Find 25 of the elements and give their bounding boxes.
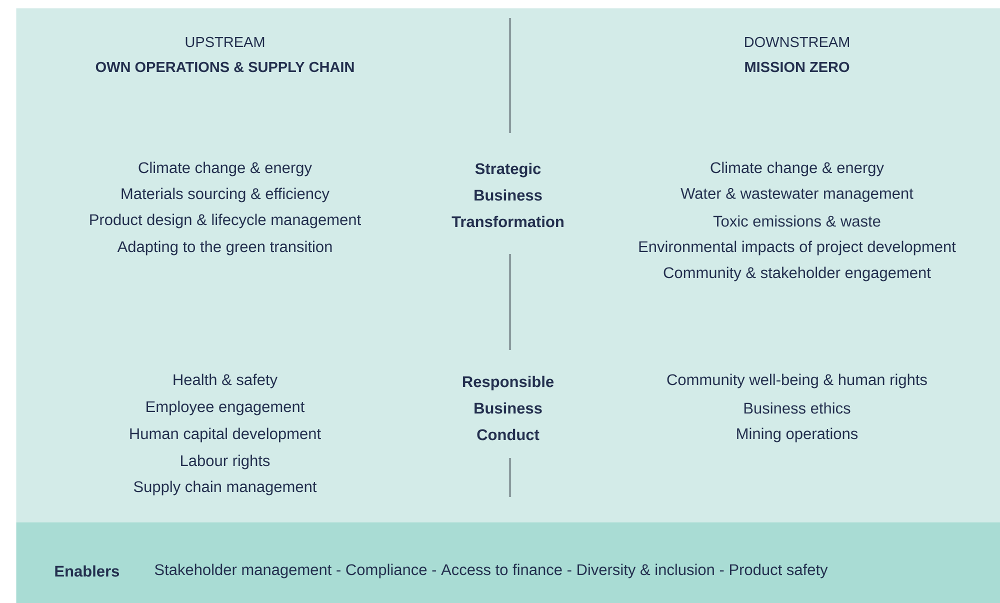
band-heading: Enablers xyxy=(55,565,120,577)
column-heading: DOWNSTREAM xyxy=(745,36,849,48)
list-item: Labour rights xyxy=(181,454,270,470)
list-item: Materials sourcing & efficiency xyxy=(122,188,330,202)
list-item: Health & safety xyxy=(174,374,278,388)
list-item: Water & wastewater management xyxy=(680,188,914,202)
row-heading: Strategic Business Transformation xyxy=(452,162,564,228)
column-heading: OWN OPERATIONS & SUPPLY CHAIN xyxy=(96,62,354,72)
list-item: Human capital development xyxy=(130,428,321,442)
column-heading: UPSTREAM xyxy=(186,36,264,48)
list-item: Business ethics xyxy=(744,402,850,414)
list-item: Toxic emissions & waste xyxy=(713,215,880,227)
list-item: Community well-being & human rights xyxy=(667,374,927,388)
list-item: Climate change & energy xyxy=(710,162,884,176)
list-item: Supply chain management xyxy=(134,480,317,496)
list-item: Community & stakeholder engagement xyxy=(664,266,931,282)
row-heading: Responsible Business Conduct xyxy=(462,376,554,440)
list-item: Employee engagement xyxy=(146,400,305,416)
list-item: Mining operations xyxy=(737,428,858,442)
list-item: Adapting to the green transition xyxy=(117,240,332,256)
list-item: Environmental impacts of project development xyxy=(639,240,956,256)
list-item: Product design & lifecycle management xyxy=(90,214,361,228)
column-heading: MISSION ZERO xyxy=(745,62,850,72)
list-item: Climate change & energy xyxy=(138,162,312,176)
band-text: Stakeholder management - Compliance - Access to finance - Diversity & inclusion - Product safety xyxy=(154,564,828,578)
